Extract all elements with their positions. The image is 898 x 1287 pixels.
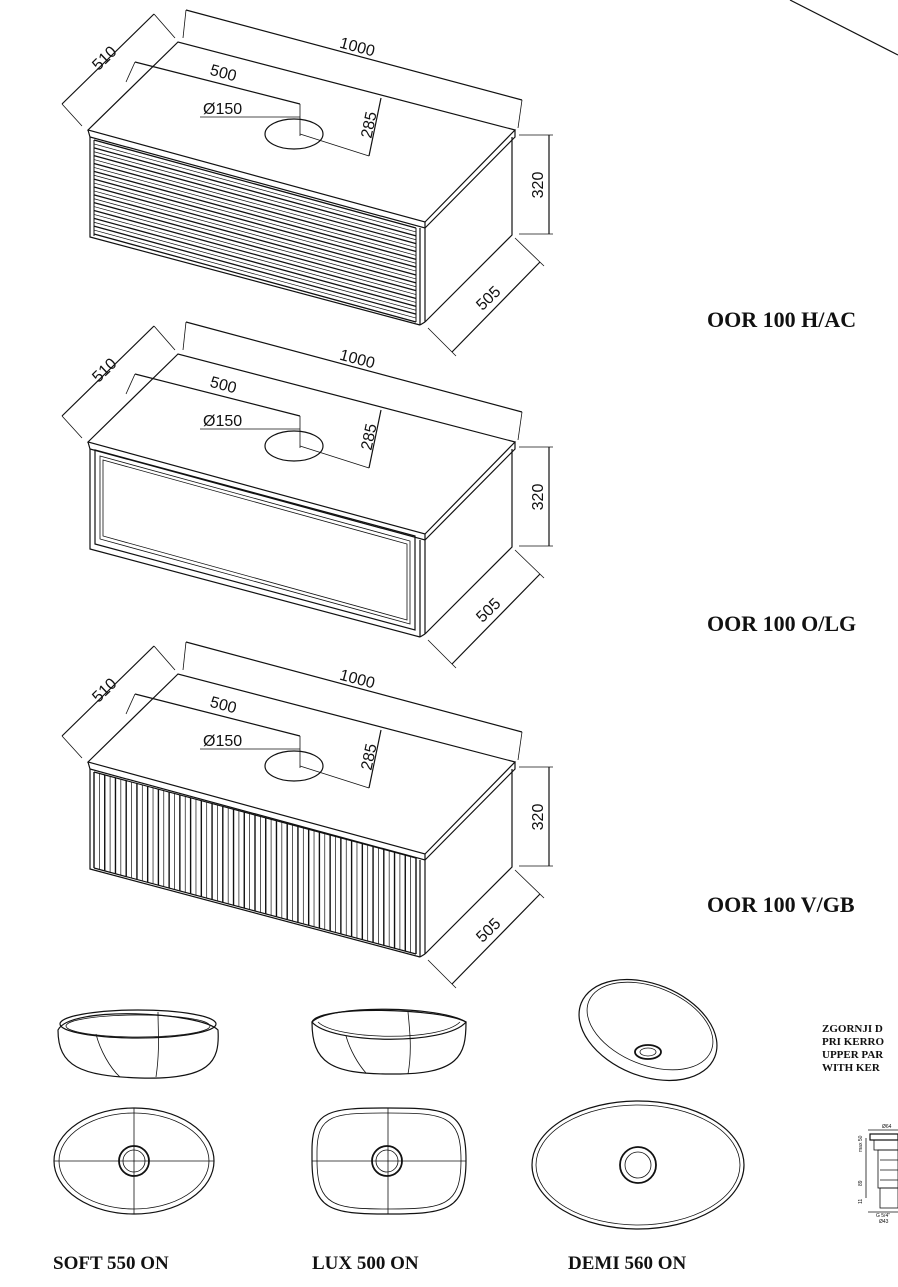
dimension-body-depth: 505: [473, 915, 504, 946]
dimension-lines: [61, 641, 553, 989]
cabinet-body: [86, 41, 517, 326]
dimension-hole-depth: 285: [359, 422, 381, 452]
slat-line: [93, 155, 417, 245]
dimension-offset: 500: [208, 62, 238, 85]
dimension-body-depth: 505: [473, 595, 504, 626]
slat-line: [93, 771, 417, 859]
dimension-offset: 500: [208, 694, 238, 717]
slat-line: [93, 198, 417, 288]
slat-line: [93, 162, 417, 253]
corner-line: [789, 0, 898, 56]
dimension-hole-depth: 285: [359, 742, 381, 772]
slat-line: [93, 167, 417, 256]
slat-line: [93, 159, 417, 248]
dimension-width: 1000: [338, 667, 377, 693]
basin-hole: [264, 430, 324, 462]
basin-perspective-view: [311, 1008, 467, 1075]
slat-line: [93, 217, 417, 307]
slat-line: [93, 229, 417, 319]
basin-top-view: [531, 1100, 745, 1230]
dimension-height: 320: [530, 804, 547, 831]
drain-label: 11: [858, 1199, 864, 1204]
model-name: OOR 100 H/AC: [707, 307, 856, 332]
dimension-hole-diameter: Ø150: [203, 413, 242, 430]
drain-detail: Ø64 max 50 89 11 G 5/4" Ø43: [858, 1124, 898, 1225]
dimension-lines: [61, 9, 553, 357]
dimension-depth: 510: [89, 43, 120, 74]
unit-drawing-1: 510 1000 500 Ø150 285 320 505 OOR 100 H/…: [61, 9, 856, 357]
drain-note-line: UPPER PAR: [822, 1049, 884, 1061]
basin-lux: LUX 500 ON: [311, 1008, 467, 1274]
drain-label: 89: [858, 1180, 864, 1186]
slat-line: [93, 867, 417, 955]
basin-top-view: [53, 1107, 215, 1215]
slat-line: [93, 190, 417, 280]
dimension-lines: [61, 321, 553, 669]
drain-label: Ø43: [879, 1219, 889, 1225]
slat-line: [93, 221, 417, 311]
slat-line: [93, 139, 417, 229]
dimension-width: 1000: [338, 347, 377, 373]
slat-line: [93, 209, 417, 300]
drain-note: ZGORNJI D PRI KERRO UPPER PAR WITH KER: [822, 1023, 884, 1074]
model-name: OOR 100 O/LG: [707, 611, 856, 636]
drain-label: G 5/4": [876, 1213, 890, 1219]
basin-demi: DEMI 560 ON: [531, 978, 745, 1274]
drain-label: Ø64: [882, 1124, 892, 1130]
basin-hole: [264, 118, 324, 150]
unit-drawing-3: 510 1000 500 Ø150 285 320 505 OOR 100 V/…: [61, 641, 855, 989]
slat-line: [93, 202, 417, 292]
drain-note-line: ZGORNJI D: [822, 1023, 883, 1035]
slat-line: [93, 182, 417, 272]
basin-top-view: [311, 1107, 467, 1215]
dimension-body-depth: 505: [473, 283, 504, 314]
slat-line: [93, 147, 417, 237]
dimension-depth: 510: [89, 675, 120, 706]
slat-line: [93, 206, 417, 295]
front-panel-horizontal-slats: [93, 139, 417, 323]
slat-line: [93, 233, 417, 323]
slat-line: [93, 174, 417, 264]
dimension-height: 320: [530, 172, 547, 199]
front-panel-framed-drawer: [94, 449, 416, 631]
dimension-depth: 510: [89, 355, 120, 386]
basin-name: SOFT 550 ON: [53, 1253, 169, 1274]
dimension-offset: 500: [208, 374, 238, 397]
slat-line: [93, 143, 417, 233]
slat-line: [93, 178, 417, 268]
dimension-hole-diameter: Ø150: [203, 101, 242, 118]
cabinet-body: [86, 353, 517, 638]
dimension-height: 320: [530, 484, 547, 511]
basin-soft: SOFT 550 ON: [53, 1009, 219, 1274]
basin-perspective-view: [57, 1009, 219, 1079]
dimension-hole-depth: 285: [359, 110, 381, 140]
slat-line: [93, 186, 417, 276]
front-panel-vertical-slats: [93, 771, 417, 955]
basin-name: LUX 500 ON: [312, 1253, 419, 1274]
basin-hole: [264, 750, 324, 782]
drain-label: max 50: [858, 1135, 864, 1152]
drain-note-line: WITH KER: [822, 1062, 881, 1074]
slat-line: [93, 225, 417, 315]
dimension-hole-diameter: Ø150: [203, 733, 242, 750]
basin-name: DEMI 560 ON: [568, 1253, 687, 1274]
dimension-width: 1000: [338, 35, 377, 61]
slat-line: [93, 194, 417, 284]
slat-line: [93, 151, 417, 241]
slat-line: [93, 170, 417, 260]
drain-note-line: PRI KERRO: [822, 1036, 884, 1048]
basin-perspective-view: [578, 978, 718, 1082]
model-name: OOR 100 V/GB: [707, 892, 855, 917]
unit-drawing-2: 510 1000 500 Ø150 285 320 505 OOR 100 O/…: [61, 321, 856, 669]
slat-line: [93, 214, 417, 303]
cabinet-body: [86, 673, 517, 958]
